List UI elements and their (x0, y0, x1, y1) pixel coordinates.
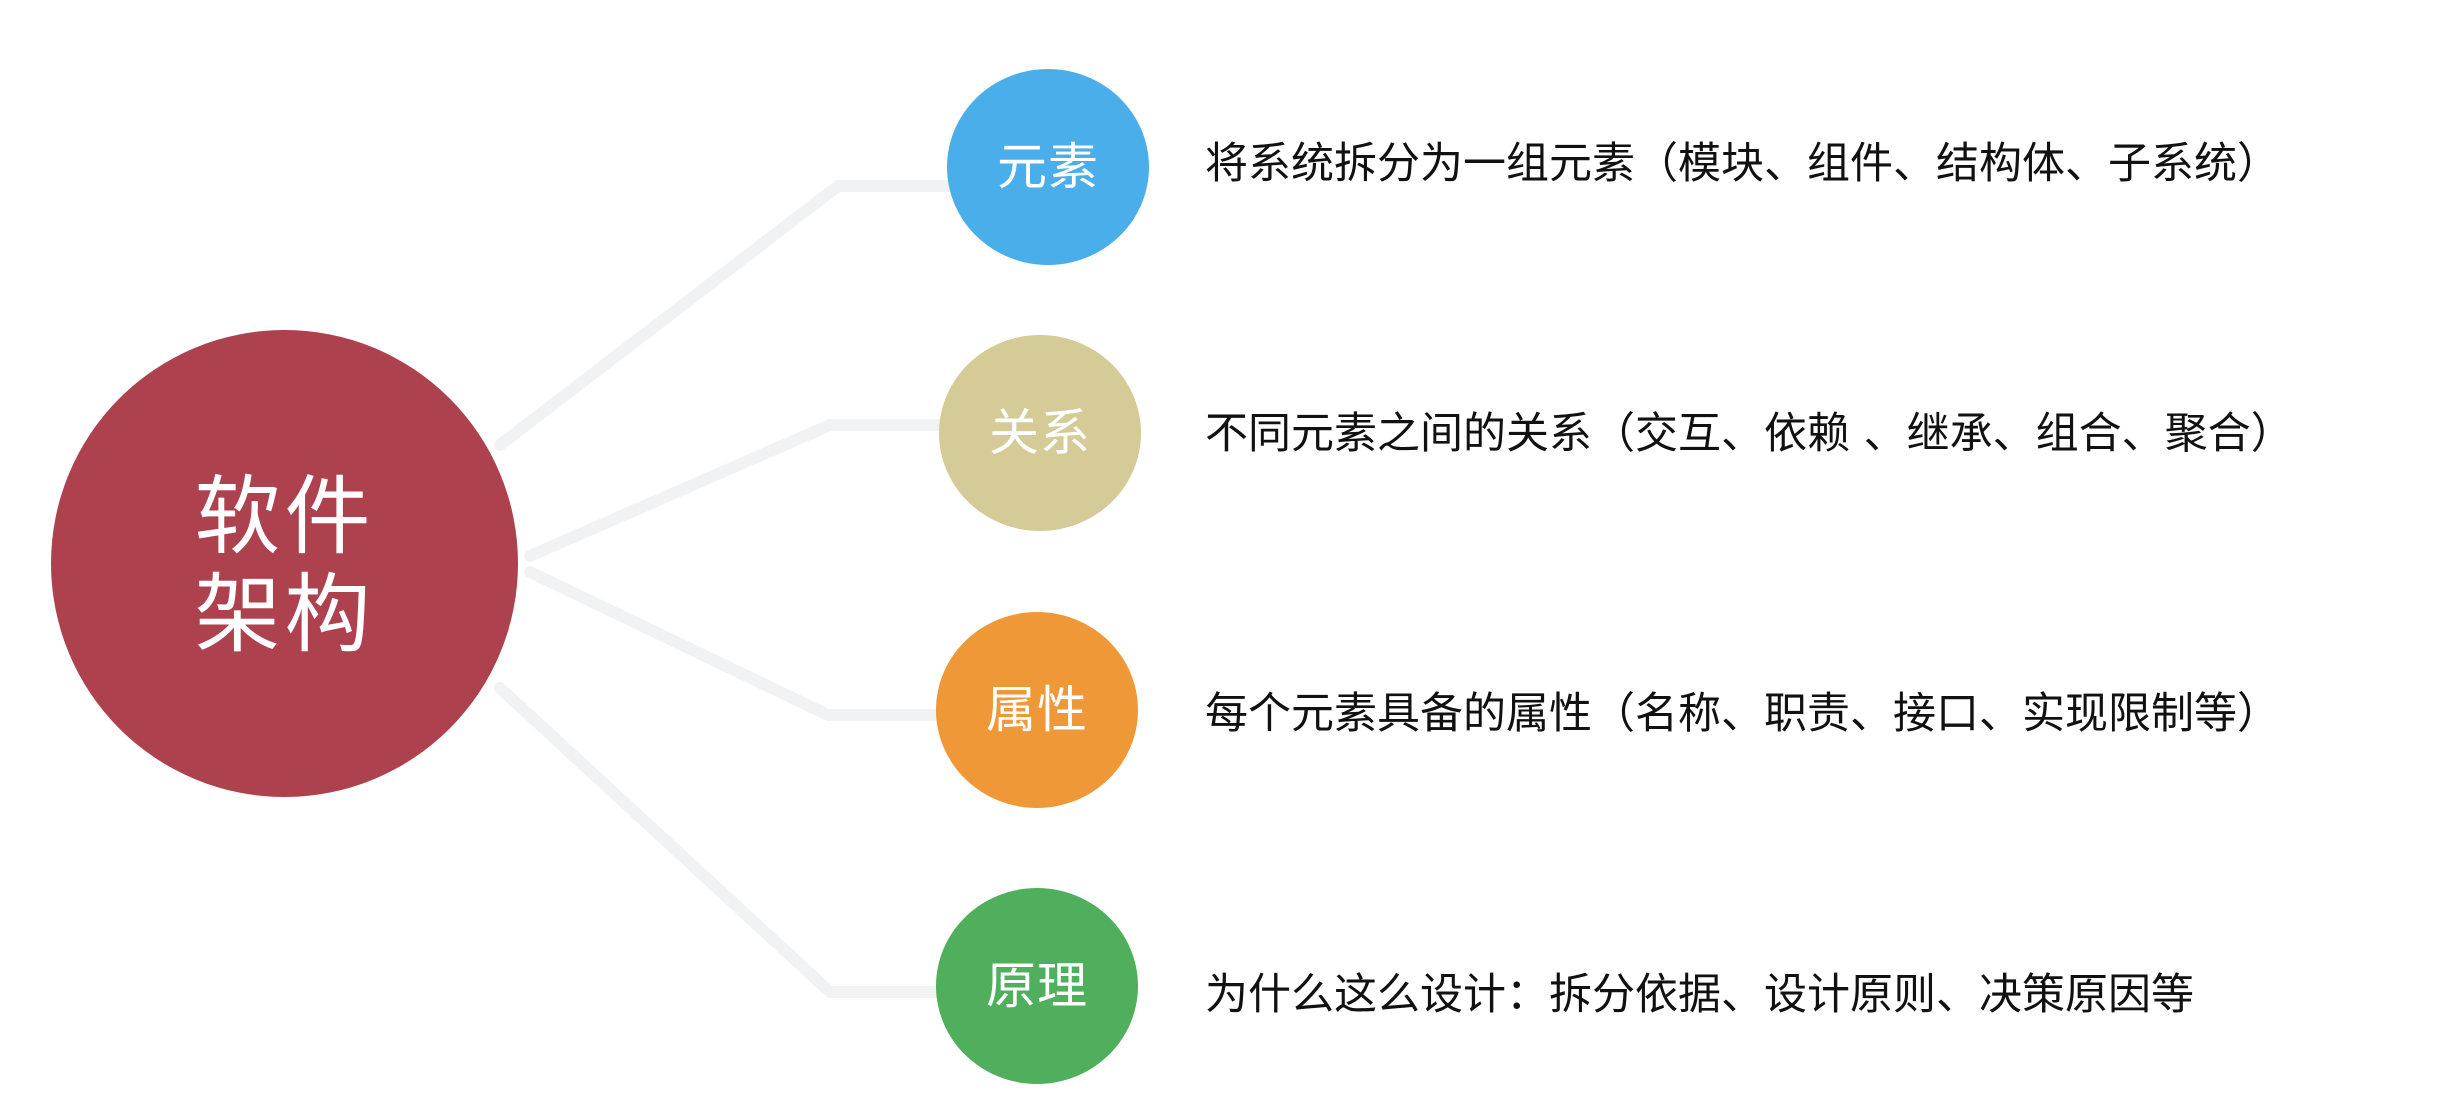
description-elements: 将系统拆分为一组元素（模块、组件、结构体、子系统） (1205, 139, 2280, 189)
center-node-label: 软件 架构 (194, 466, 375, 665)
node-attributes-label: 属性 (986, 681, 1088, 739)
connector-elements (494, 180, 958, 451)
node-attributes: 属性 (936, 612, 1138, 808)
connector-attributes (524, 566, 946, 721)
center-node-software-architecture: 软件 架构 (51, 330, 518, 797)
connector-rationale (494, 682, 946, 998)
node-rationale: 原理 (936, 888, 1138, 1084)
node-elements-label: 元素 (997, 138, 1099, 196)
description-relations: 不同元素之间的关系（交互、依赖 、继承、组合、聚合） (1205, 409, 2294, 459)
description-rationale: 为什么这么设计：拆分依据、设计原则、决策原因等 (1205, 970, 2194, 1020)
description-attributes: 每个元素具备的属性（名称、职责、接口、实现限制等） (1205, 689, 2280, 739)
connector-relations (524, 419, 950, 562)
node-relations: 关系 (939, 335, 1141, 531)
node-relations-label: 关系 (989, 404, 1091, 462)
node-rationale-label: 原理 (986, 957, 1088, 1015)
node-elements: 元素 (947, 69, 1149, 265)
